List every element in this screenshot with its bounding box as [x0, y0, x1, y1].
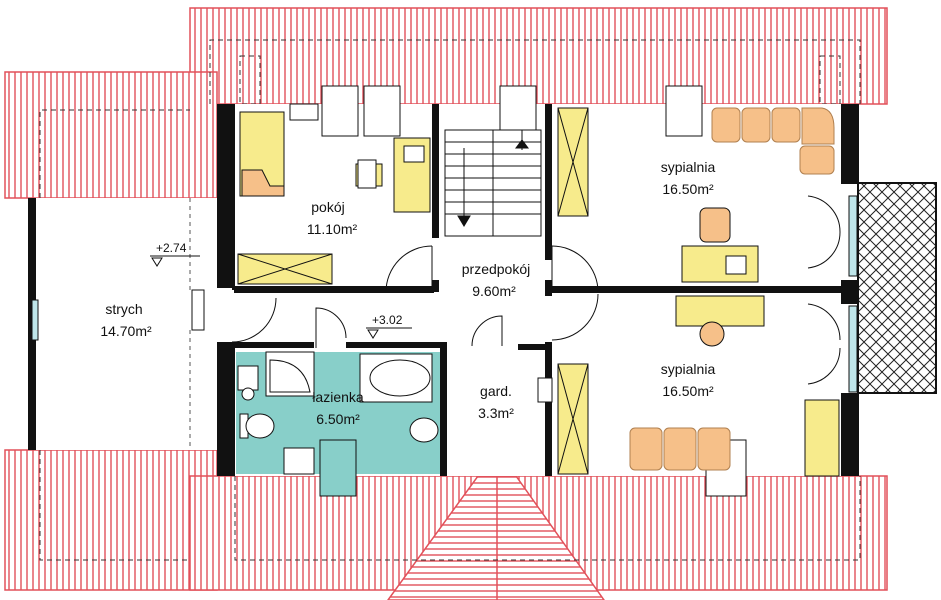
room-name-pokoj: pokój — [311, 199, 344, 215]
level-markers: +2.74 +3.02 — [150, 241, 412, 339]
level-marker-attic: +2.74 — [156, 241, 187, 255]
sink — [409, 417, 439, 443]
room-name-gard: gard. — [480, 383, 512, 399]
room-area-sypialnia2: 16.50m² — [662, 383, 714, 399]
roof-left-wing — [4, 71, 218, 199]
desk-sypialnia — [681, 245, 759, 283]
staircase — [444, 129, 542, 237]
room-area-pokoj: 11.10m² — [307, 221, 358, 237]
cabinet-sypialnia2 — [804, 399, 840, 477]
windows — [31, 85, 858, 497]
room-area-przedpokoj: 9.60m² — [472, 283, 516, 299]
sofa-bed — [675, 295, 765, 327]
roof-top — [189, 7, 888, 105]
room-area-strych: 14.70m² — [100, 323, 152, 339]
sofas — [629, 107, 835, 471]
room-name-strych: strych — [105, 301, 142, 317]
room-name-lazienka: łazienka — [312, 389, 364, 405]
bathroom-fixtures — [237, 351, 553, 475]
room-area-lazienka: 6.50m² — [316, 411, 360, 427]
room-name-sypialnia1: sypialnia — [661, 159, 716, 175]
room-name-przedpokoj: przedpokój — [462, 261, 531, 277]
furniture — [237, 107, 840, 477]
attic-floor — [28, 198, 217, 450]
level-marker-hall: +3.02 — [372, 313, 403, 327]
room-area-gard: 3.3m² — [478, 405, 514, 421]
roof-bottom-left — [4, 449, 218, 591]
balcony — [857, 182, 937, 394]
doors — [191, 195, 841, 385]
room-area-sypialnia1: 16.50m² — [662, 181, 714, 197]
roof — [4, 7, 888, 600]
room-name-sypialnia2: sypialnia — [661, 361, 716, 377]
room-labels: pokój 11.10m² przedpokój 9.60m² sypialni… — [100, 159, 715, 427]
